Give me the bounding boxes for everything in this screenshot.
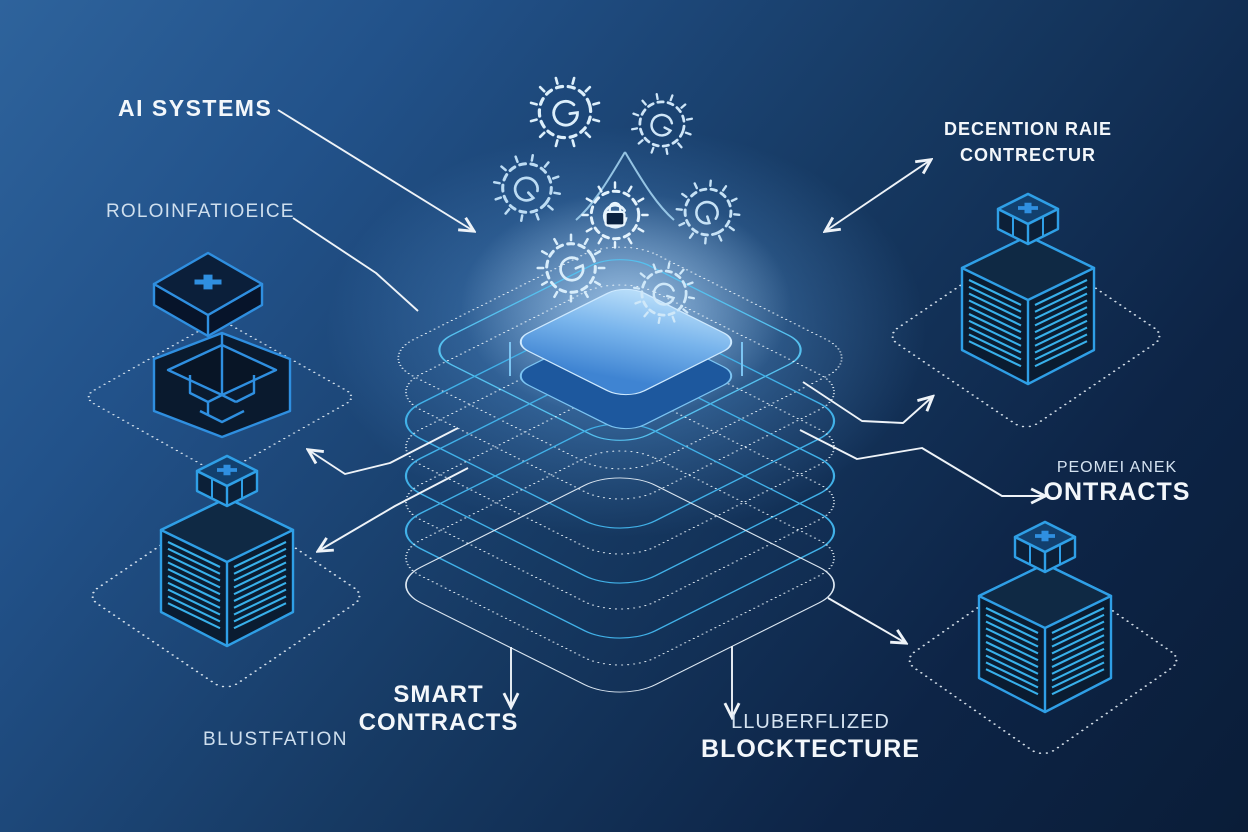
line-subtitle-left bbox=[292, 217, 419, 312]
stack-cap bbox=[509, 288, 743, 430]
hex-module-icon bbox=[152, 331, 292, 439]
layer-dotted bbox=[404, 394, 836, 610]
arrow-to-building-bottom-left bbox=[320, 467, 469, 550]
layer-dotted bbox=[404, 284, 836, 500]
label-smart-contracts: SMART CONTRACTS bbox=[356, 681, 521, 737]
layer-cyan bbox=[404, 423, 836, 639]
building-bottom-left bbox=[159, 454, 295, 648]
label-mid-right-line1: PEOMEI ANEK bbox=[1056, 459, 1178, 476]
label-blocktecture-line1: LLUBERFLIZED bbox=[731, 711, 890, 733]
arrow-top-right-double bbox=[827, 161, 929, 230]
arrow-to-building-top-right bbox=[802, 381, 931, 424]
label-blocktecture: LLUBERFLIZED BLOCKTECTURE bbox=[698, 711, 923, 764]
capsule-icon bbox=[152, 251, 264, 338]
label-blocktecture-line2: BLOCKTECTURE bbox=[701, 735, 920, 763]
layer-white-base bbox=[405, 477, 835, 693]
arrow-to-ontracts bbox=[799, 429, 1043, 496]
layer-cyan bbox=[404, 313, 836, 529]
label-top-right: DECENTION RAIE CONTRECTUR bbox=[928, 116, 1128, 168]
label-top-right-line1: DECENTION RAIE bbox=[943, 119, 1112, 139]
label-top-right-line2: CONTRECTUR bbox=[960, 145, 1096, 165]
layer-stack bbox=[397, 246, 843, 693]
label-bottom-left: BLUSTFATION bbox=[203, 729, 348, 750]
platform-top-right bbox=[891, 244, 1161, 428]
shield-tip-icon bbox=[575, 151, 675, 221]
connector-arrows bbox=[277, 109, 1043, 715]
arrow-to-hex-module bbox=[310, 427, 459, 475]
label-smart-line2: CONTRACTS bbox=[358, 709, 519, 736]
layer-dotted bbox=[404, 339, 836, 555]
layer-cyan bbox=[438, 259, 802, 441]
platform-bottom-right bbox=[908, 565, 1178, 755]
ai-gears-icon bbox=[478, 67, 752, 330]
platform-top-left bbox=[87, 322, 353, 472]
arrow-to-building-bottom-right bbox=[827, 597, 904, 642]
arrow-ai-systems bbox=[277, 109, 472, 230]
label-ai-systems: AI SYSTEMS bbox=[118, 95, 273, 121]
label-smart-line1: SMART bbox=[393, 681, 484, 708]
building-bottom-right bbox=[977, 520, 1113, 714]
platform-bottom-left bbox=[91, 504, 361, 688]
label-mid-right-line2: ONTRACTS bbox=[1043, 478, 1191, 506]
building-top-right bbox=[960, 192, 1096, 386]
lock-icon bbox=[604, 201, 626, 227]
layer-cyan bbox=[404, 368, 836, 584]
label-subtitle-left: ROLOINFATIOEICE bbox=[106, 201, 295, 222]
layer-dotted bbox=[404, 450, 836, 666]
label-mid-right: PEOMEI ANEK ONTRACTS bbox=[1032, 459, 1202, 507]
